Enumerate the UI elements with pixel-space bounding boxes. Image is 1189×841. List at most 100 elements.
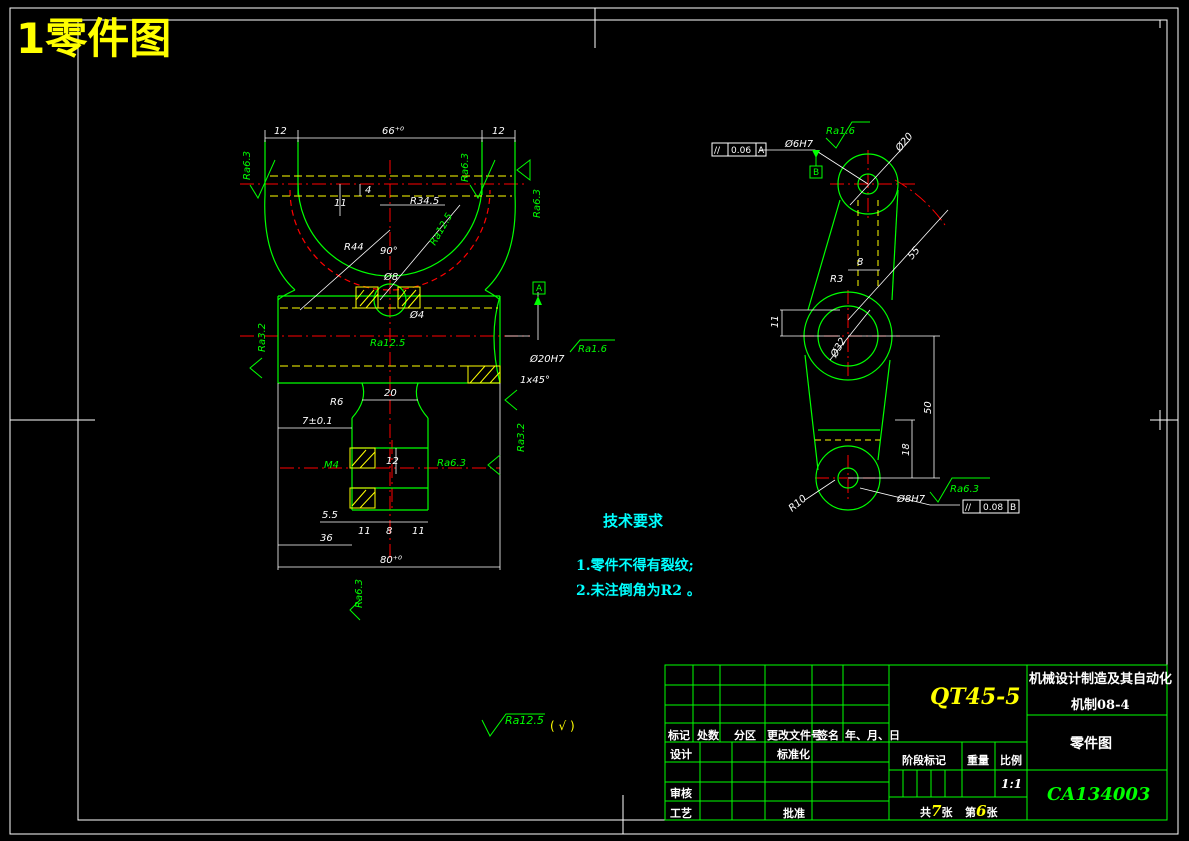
role-design: 设计 [670,748,692,761]
datum-a-marker: A [532,281,546,305]
dim-text: 4 [365,185,371,196]
tol-datum: B [1010,503,1016,513]
header-date: 年、月、日 [845,729,900,742]
school-label: 机械设计制造及其自动化 [1029,672,1173,687]
weight-label: 重量 [967,754,989,767]
dim-text: 8 [857,257,863,268]
dim-text: Ø32 [828,336,849,361]
material-label: QT45-5 [930,684,1021,710]
general-roughness-suffix: ( √ ) [550,719,575,733]
dim-text: Ø20H7 [529,353,565,365]
dim-text: M4 [324,460,339,471]
front-roughness-texts: Ra6.3 Ra6.3 Ra6.3 Ra12.5 Ra3.2 Ra12.5 Ra… [242,151,607,608]
header-mark: 标记 [668,729,690,742]
tech-requirements-title: 技术要求 [603,512,664,530]
tech-requirement-item: 1.零件不得有裂纹; [576,558,694,574]
dim-text: Ra1.6 [826,126,855,137]
dim-text: 18 [901,443,912,456]
role-approve: 批准 [783,807,805,820]
role-review: 审核 [670,787,692,800]
dim-text: 12 [492,126,505,137]
side-dim-texts: Ø6H7 Ra1.6 Ø20 8 55 R3 11 Ø32 50 18 R10 … [770,126,979,514]
front-hidden-lines [270,175,512,367]
role-standard: 标准化 [777,748,810,761]
dim-text: 1x45° [520,375,550,386]
tol-symbol: // [965,503,972,513]
dim-text: 36 [320,533,333,544]
title-block-grid [664,664,1168,821]
sheet-number-value: 6 [976,802,987,820]
sheets-total: 共7张 [920,802,952,820]
side-roughness-symbols [825,121,990,503]
general-roughness: Ra12.5 ( √ ) [481,713,575,737]
roughness-text: Ra6.3 [532,189,543,218]
dim-text: 5.5 [322,510,338,521]
front-hatches [349,286,501,509]
dim-text: Ø8 [383,271,398,283]
roughness-text: Ra6.3 [354,579,365,608]
dim-text: 7±0.1 [302,416,333,427]
front-dim-lines [264,130,539,570]
sheets-total-unit: 张 [941,806,953,819]
dim-text: 66⁺⁰ [382,126,404,137]
dim-text: R44 [344,242,364,253]
datum-a-label: A [536,284,543,294]
sheet-number-unit: 张 [986,806,998,819]
header-change-doc: 更改文件号 [767,729,822,742]
roughness-text: Ra6.3 [437,458,466,469]
tech-requirement-item: 2.未注倒角为R2 。 [576,583,701,599]
roughness-text: Ra1.6 [578,344,607,355]
dim-text: Ø6H7 [784,138,814,150]
dim-text: 50 [923,401,934,414]
sheet-number-prefix: 第 [965,806,976,819]
dim-text: 80⁺⁰ [380,555,402,566]
dim-text: R34.5 [410,196,439,207]
sheets-total-prefix: 共 [920,806,931,819]
header-sign: 签名 [817,729,839,742]
scale-value: 1:1 [1001,777,1023,791]
dim-text: 90° [380,246,398,257]
dim-text: 11 [412,526,425,537]
tol-datum: A [758,146,765,156]
class-label: 机制08-4 [1071,698,1130,713]
stage-label: 阶段标记 [902,754,946,767]
dim-text: Ø8H7 [896,493,926,505]
dim-text: Ø20 [892,130,915,154]
side-view: Ø6H7 Ra1.6 Ø20 8 55 R3 11 Ø32 50 18 R10 … [711,121,1020,514]
front-dim-texts: 12 66⁺⁰ 12 11 4 R34.5 R44 90° Ø8 Ø4 Ø20H… [274,126,565,566]
side-hidden-lines [815,200,880,441]
roughness-text: Ra3.2 [257,323,268,352]
roughness-text: Ra6.3 [460,153,471,182]
dim-text: R6 [330,397,343,408]
header-count: 处数 [697,729,719,742]
dim-text: 20 [384,388,397,399]
tol-value: 0.08 [983,503,1003,513]
dim-text: 11 [334,198,347,209]
roughness-text: Ra3.2 [516,423,527,452]
dim-text: R10 [787,493,809,514]
scale-label: 比例 [1000,754,1022,767]
side-dim-lines [760,139,960,506]
roughness-text: Ra12.5 [428,211,455,247]
roughness-text: Ra6.3 [242,151,253,180]
corner-marks [1159,19,1167,28]
dim-text: 12 [274,126,287,137]
front-roughness-symbols [249,158,615,621]
page-title: 1零件图 [16,14,172,63]
dim-text: 8 [386,526,392,537]
sheet-number: 第6张 [965,802,997,820]
tolerance-frame-top: // 0.06 A [711,142,767,157]
side-centerlines [800,150,946,500]
dim-text: R3 [830,274,843,285]
role-process: 工艺 [670,807,692,820]
roughness-text: Ra12.5 [370,338,405,349]
general-roughness-value: Ra12.5 [505,714,544,727]
dim-text: Ø4 [409,309,424,321]
front-view: 12 66⁺⁰ 12 11 4 R34.5 R44 90° Ø8 Ø4 Ø20H… [240,126,615,621]
sheets-total-value: 7 [931,802,942,820]
dim-text: 12 [386,456,399,467]
datum-b-marker: B [809,150,823,179]
side-outline [803,153,899,511]
header-zone: 分区 [734,729,756,742]
